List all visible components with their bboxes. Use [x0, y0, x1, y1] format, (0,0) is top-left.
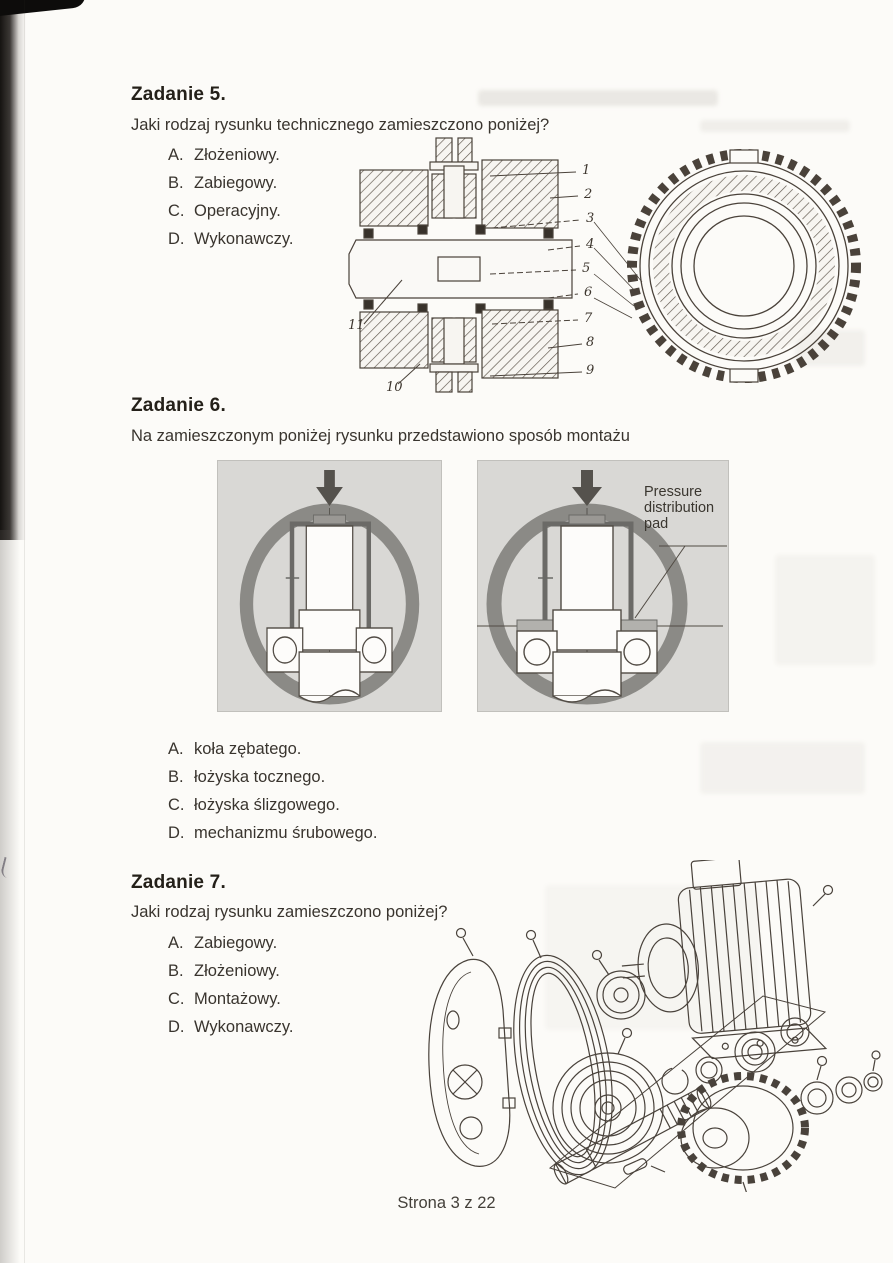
option-text: Montażowy. — [194, 990, 281, 1008]
bearing-mounting-drawing — [477, 470, 727, 705]
option-text: Wykonawczy. — [194, 1018, 294, 1036]
option-text: Złożeniowy. — [194, 962, 280, 980]
question-text: Jaki rodzaj rysunku zamieszczono poniżej… — [131, 903, 448, 921]
question-title: Zadanie 7. — [131, 872, 226, 893]
option-letter: C. — [168, 202, 185, 220]
option-letter: B. — [168, 768, 184, 786]
press-arrow-icon — [572, 470, 602, 506]
callout-number: 5 — [582, 261, 591, 276]
ink-bleed-smudge — [700, 742, 865, 794]
callout-number: 3 — [586, 211, 595, 226]
callout-number: 2 — [584, 187, 593, 202]
bearing-mounting-panel-right: Pressure distribution pad — [477, 460, 729, 712]
option-row: D. Wykonawczy. — [168, 1018, 293, 1037]
belt-drive-exploded-drawing — [428, 860, 883, 1192]
callout-leader-lines — [363, 171, 643, 385]
callout-number: 6 — [584, 285, 593, 300]
option-letter: C. — [168, 796, 185, 814]
option-row: A. Zabiegowy. — [168, 934, 277, 953]
option-row: B. łożyska tocznego. — [168, 768, 325, 787]
bearing-mounting-drawing — [239, 470, 420, 705]
scan-shadow-band — [0, 0, 26, 540]
option-row: A. koła zębatego. — [168, 740, 301, 759]
option-text: koła zębatego. — [194, 740, 302, 758]
bearing-mounting-panel-left — [217, 460, 442, 712]
option-letter: D. — [168, 230, 185, 248]
ink-bleed-smudge — [478, 90, 718, 106]
callout-number: 10 — [386, 380, 403, 395]
scan-shadow-fade — [0, 530, 20, 1263]
question-text: Na zamieszczonym poniżej rysunku przedst… — [131, 427, 630, 445]
option-row: C. Operacyjny. — [168, 202, 281, 221]
option-letter: D. — [168, 824, 185, 842]
option-text: Złożeniowy. — [194, 146, 280, 164]
question-text: Jaki rodzaj rysunku technicznego zamiesz… — [131, 116, 550, 134]
option-letter: A. — [168, 146, 184, 164]
pressure-pad-label: Pressure distribution pad — [644, 484, 715, 533]
option-text: łożyska ślizgowego. — [194, 796, 340, 814]
option-row: B. Zabiegowy. — [168, 174, 277, 193]
option-row: C. Montażowy. — [168, 990, 281, 1009]
option-text: Wykonawczy. — [194, 230, 294, 248]
press-arrow-icon — [316, 470, 343, 506]
option-row: B. Złożeniowy. — [168, 962, 280, 981]
question-title: Zadanie 6. — [131, 395, 226, 416]
option-text: Zabiegowy. — [194, 174, 278, 192]
gear-wheel-drawing — [627, 149, 861, 383]
option-letter: B. — [168, 174, 184, 192]
exploded-view-figure — [413, 860, 883, 1192]
option-letter: C. — [168, 990, 185, 1008]
option-row: C. łożyska ślizgowego. — [168, 796, 340, 815]
option-letter: A. — [168, 934, 184, 952]
option-text: Zabiegowy. — [194, 934, 278, 952]
technical-figure-zadanie-5: 1 2 3 4 5 6 7 8 9 10 11 — [340, 132, 888, 404]
option-text: łożyska tocznego. — [194, 768, 326, 786]
page-number: Strona 3 z 22 — [397, 1194, 496, 1212]
option-row: D. mechanizmu śrubowego. — [168, 824, 377, 843]
option-text: Operacyjny. — [194, 202, 281, 220]
option-letter: A. — [168, 740, 184, 758]
question-title: Zadanie 5. — [131, 84, 226, 105]
callout-number: 4 — [586, 237, 595, 252]
option-row: D. Wykonawczy. — [168, 230, 293, 249]
page-crease-line — [24, 0, 25, 1263]
callout-number: 9 — [586, 363, 595, 378]
option-row: A. Złożeniowy. — [168, 146, 280, 165]
option-text: mechanizmu śrubowego. — [194, 824, 378, 842]
ink-bleed-smudge — [700, 120, 850, 132]
option-letter: B. — [168, 962, 184, 980]
callout-number: 1 — [582, 163, 591, 178]
option-letter: D. — [168, 1018, 185, 1036]
callout-number: 11 — [348, 318, 365, 333]
callout-number: 7 — [584, 311, 593, 326]
callout-number: 8 — [586, 335, 595, 350]
coupling-section-drawing — [348, 137, 573, 393]
ink-bleed-smudge — [775, 555, 875, 665]
